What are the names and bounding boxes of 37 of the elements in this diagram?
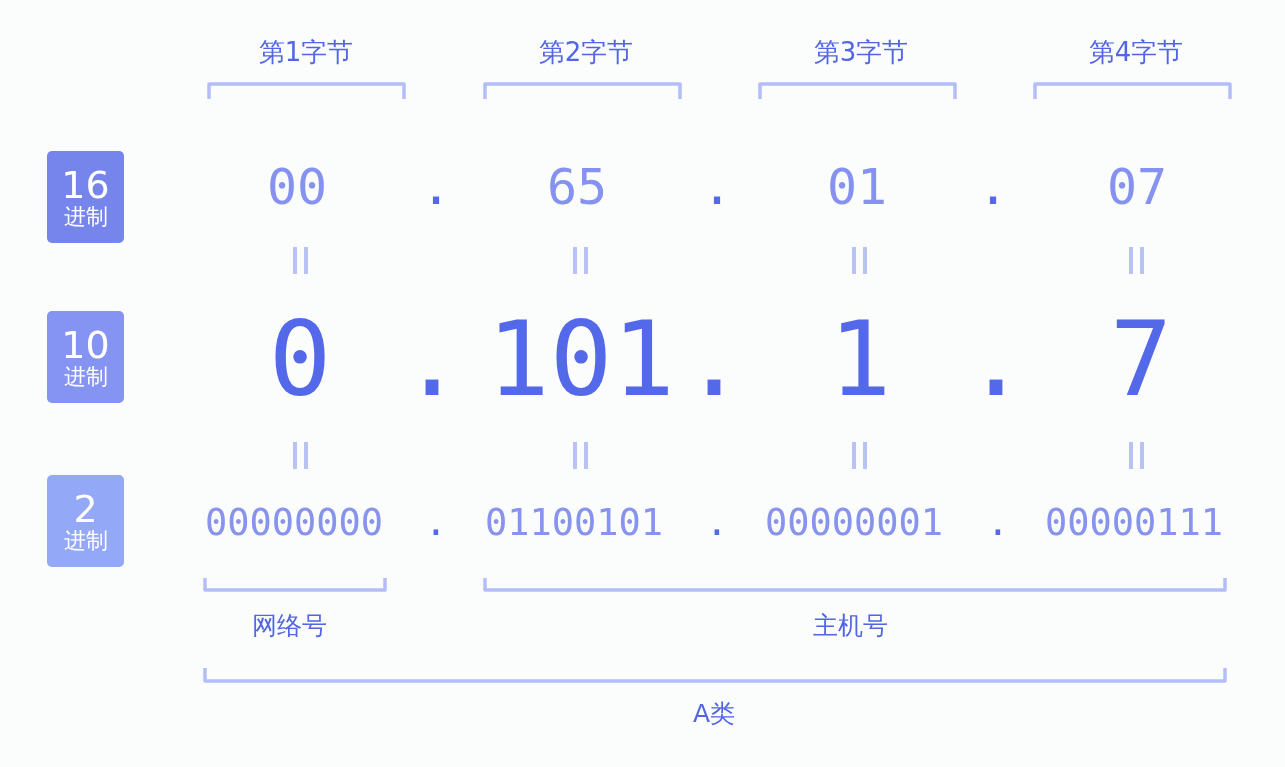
- badge-caption: 进制: [63, 205, 108, 229]
- binary-value: 00000111: [1044, 504, 1224, 541]
- binary-value: 01100101: [484, 504, 664, 541]
- dot-separator: .: [701, 162, 733, 212]
- badge-number: 10: [61, 325, 110, 365]
- decimal-value: 0: [268, 307, 332, 411]
- dot-separator: .: [986, 504, 1010, 541]
- binary-value: 00000001: [764, 504, 944, 541]
- dot-separator: .: [964, 307, 1028, 411]
- dot-separator: .: [682, 307, 746, 411]
- group-label: 网络号: [251, 613, 327, 638]
- decimal-value: 7: [1109, 307, 1173, 411]
- byte-heading: 第1字节: [258, 39, 354, 65]
- dot-separator: .: [400, 307, 464, 411]
- badge-caption: 进制: [63, 365, 108, 389]
- radix-badge: [47, 311, 124, 403]
- dot-separator: .: [424, 504, 448, 541]
- hex-value: 07: [1106, 162, 1168, 212]
- decimal-value: 101: [487, 307, 675, 411]
- badge-caption: 进制: [63, 529, 108, 553]
- dot-separator: .: [420, 162, 452, 212]
- dot-separator: .: [977, 162, 1009, 212]
- radix-badge: [47, 151, 124, 243]
- byte-heading: 第3字节: [813, 39, 909, 65]
- dot-separator: .: [705, 504, 729, 541]
- radix-badge: [47, 475, 124, 567]
- group-label: A类: [692, 701, 736, 726]
- decimal-value: 1: [828, 307, 892, 411]
- hex-value: 01: [826, 162, 888, 212]
- binary-value: 00000000: [204, 504, 384, 541]
- hex-value: 65: [546, 162, 608, 212]
- byte-heading: 第2字节: [538, 39, 634, 65]
- group-label: 主机号: [812, 613, 888, 638]
- badge-number: 16: [61, 165, 110, 205]
- hex-value: 00: [266, 162, 328, 212]
- byte-heading: 第4字节: [1088, 39, 1184, 65]
- badge-number: 2: [73, 489, 98, 529]
